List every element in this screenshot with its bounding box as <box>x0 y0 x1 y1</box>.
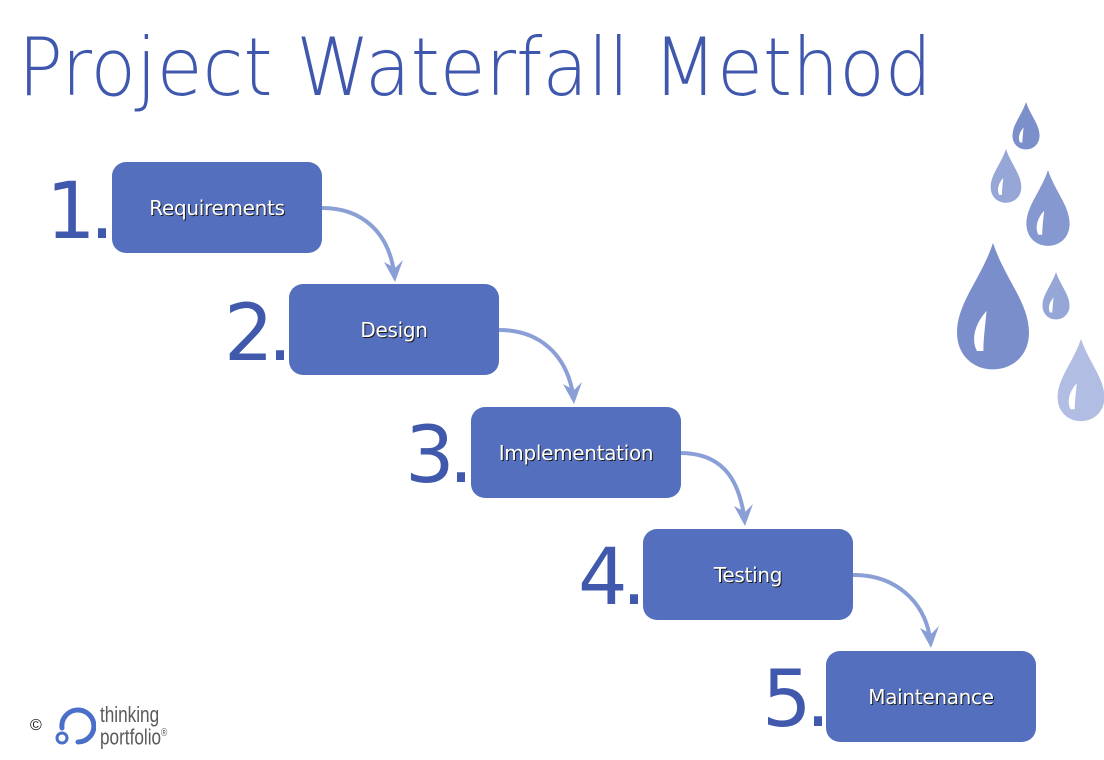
arrow-1-to-2 <box>320 206 396 274</box>
copyright-symbol: © <box>30 717 42 735</box>
step-number-3: 3. <box>405 411 473 501</box>
step-label: Implementation <box>498 440 654 465</box>
thinking-portfolio-logo-icon <box>55 707 96 745</box>
arrow-4-to-5 <box>852 573 932 640</box>
step-maintenance[interactable]: Maintenance <box>826 651 1036 742</box>
step-design[interactable]: Design <box>289 284 499 375</box>
step-testing[interactable]: Testing <box>643 529 853 620</box>
step-requirements[interactable]: Requirements <box>112 162 322 253</box>
arrowhead-icon <box>563 382 582 404</box>
page-title: Project Waterfall Method <box>18 21 932 114</box>
step-number-4: 4. <box>578 533 646 623</box>
footer-logo: © thinking portfolio® <box>30 702 186 750</box>
arrow-2-to-3 <box>497 328 575 396</box>
step-number-5: 5. <box>762 655 830 745</box>
logo-line-2: portfolio <box>99 724 161 750</box>
logo-text: thinking portfolio® <box>99 702 168 750</box>
arrow-3-to-4 <box>678 451 746 518</box>
step-number-2: 2. <box>224 289 292 379</box>
step-label: Design <box>360 317 428 342</box>
step-label: Maintenance <box>868 684 994 709</box>
step-label: Testing <box>713 562 783 587</box>
registered-mark: ® <box>160 727 168 739</box>
arrowhead-icon <box>920 626 939 648</box>
step-number-1: 1. <box>46 167 114 257</box>
arrowhead-icon <box>734 504 753 526</box>
step-implementation[interactable]: Implementation <box>471 407 681 498</box>
logo-line-1: thinking <box>99 702 159 727</box>
step-label: Requirements <box>149 195 285 220</box>
arrowhead-icon <box>384 260 403 282</box>
